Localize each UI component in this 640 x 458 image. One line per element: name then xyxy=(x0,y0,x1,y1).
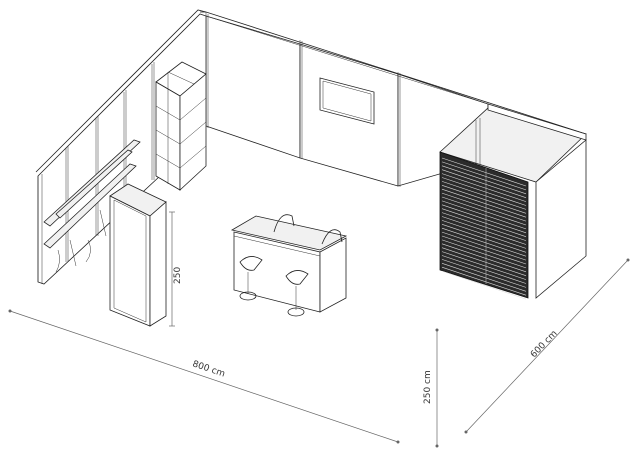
louvre-slat xyxy=(441,227,527,257)
louvre-slat xyxy=(441,212,527,241)
column-height-dimension: 250 xyxy=(169,211,183,327)
height-dimension: 250 cm xyxy=(423,328,439,448)
louvre-slat xyxy=(441,263,527,292)
depth-label: 600 cm xyxy=(529,329,560,360)
width-label: 800 cm xyxy=(191,359,226,379)
louvre-slat xyxy=(441,165,527,195)
column-height-label: 250 xyxy=(173,267,183,284)
wall-monitor xyxy=(319,77,375,125)
width-dimension: 800 cm xyxy=(8,309,400,444)
storage-cabin xyxy=(439,103,587,300)
louvre-slat xyxy=(441,216,527,245)
louvre-slat xyxy=(441,161,527,191)
louvre-slat xyxy=(441,200,527,230)
louvre-slat xyxy=(441,181,527,210)
louvre-slat xyxy=(441,243,527,273)
louvre-slat xyxy=(441,208,527,237)
louvre-slat xyxy=(441,235,527,265)
louvre-slat xyxy=(441,270,527,300)
louvre-slat xyxy=(441,169,527,198)
bar-stools xyxy=(239,214,343,317)
louvre-slat xyxy=(441,157,527,187)
height-label: 250 cm xyxy=(423,370,433,404)
louvre-slat xyxy=(441,259,527,288)
louvre-slat xyxy=(441,224,527,253)
louvre-slat xyxy=(441,247,527,276)
cube-shelf xyxy=(155,61,207,191)
louvre-slat xyxy=(441,185,527,214)
cabin-louvres xyxy=(441,157,527,300)
louvre-slat xyxy=(441,251,527,280)
left-wall-shelves xyxy=(43,139,141,273)
louvre-slat xyxy=(441,266,527,296)
louvre-slat xyxy=(441,196,527,226)
louvre-slat xyxy=(441,204,527,234)
louvre-slat xyxy=(441,173,527,202)
louvre-slat xyxy=(441,239,527,269)
display-column xyxy=(109,183,167,327)
bar-counter xyxy=(230,215,348,313)
louvre-slat xyxy=(441,231,527,261)
louvre-slat xyxy=(441,255,527,284)
louvre-slat xyxy=(441,177,527,206)
louvre-slat xyxy=(441,192,527,222)
louvre-slat xyxy=(441,220,527,249)
louvre-slat xyxy=(441,188,527,218)
